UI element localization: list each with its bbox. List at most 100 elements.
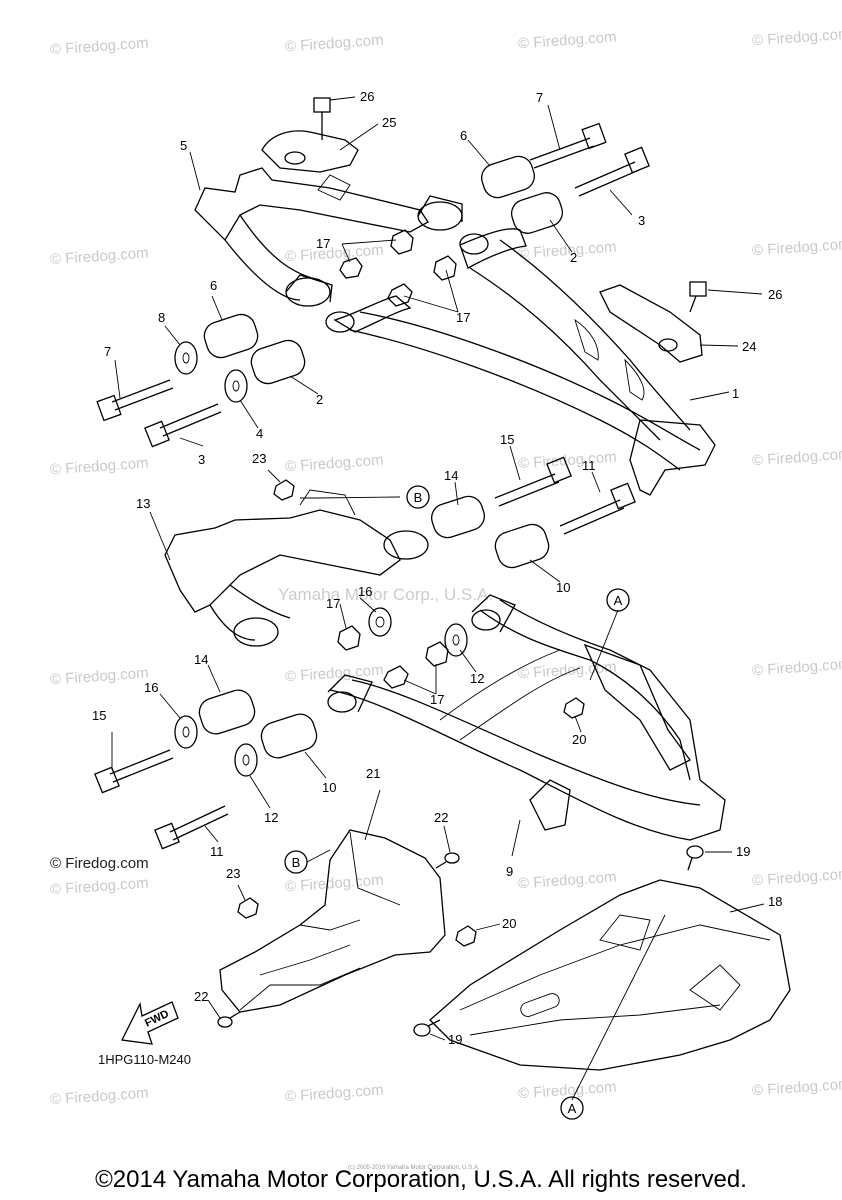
washer-part-4 — [224, 369, 248, 403]
bolt-part-22-upper — [435, 852, 460, 869]
callout-7: 7 — [536, 90, 543, 105]
leader-lines — [111, 96, 765, 1101]
bushing-part-10-lower — [260, 713, 318, 759]
fwd-label: FWD — [143, 1008, 171, 1030]
frame-bracket-part-5 — [194, 167, 463, 307]
callout-16: 16 — [358, 584, 372, 599]
bolt-part-7-lower — [96, 379, 174, 422]
callout-8: 8 — [158, 310, 165, 325]
bolt-part-11-upper — [559, 482, 636, 535]
bolt-part-11-lower — [154, 805, 229, 850]
callout-6: 6 — [460, 128, 467, 143]
nut-part-23-upper — [273, 479, 295, 501]
callout-6-lower: 6 — [210, 278, 217, 293]
callout-14-lower: 14 — [194, 652, 208, 667]
callout-24: 24 — [742, 339, 756, 354]
callout-19: 19 — [736, 844, 750, 859]
ref-A-lower: A — [568, 1101, 577, 1116]
callout-17-mid: 17 — [326, 596, 340, 611]
fwd-arrow: FWD — [121, 1001, 179, 1045]
callout-3-lower: 3 — [198, 452, 205, 467]
callout-25: 25 — [382, 115, 396, 130]
bolt-part-26-lower — [689, 281, 707, 313]
callout-14: 14 — [444, 468, 458, 483]
callout-5: 5 — [180, 138, 187, 153]
callout-2: 2 — [570, 250, 577, 265]
callout-22-lower: 22 — [194, 989, 208, 1004]
nut-part-17-set-lower — [337, 625, 449, 689]
callout-20: 20 — [572, 732, 586, 747]
nut-part-20-upper — [563, 697, 585, 719]
diagram-code: 1HPG110-M240 — [98, 1052, 191, 1067]
skid-plate-part-18 — [429, 879, 791, 1071]
callout-1: 1 — [732, 386, 739, 401]
washer-part-12-upper — [444, 623, 468, 657]
firedog-mark: © Firedog.com — [50, 855, 149, 872]
bushing-part-6-lower — [203, 313, 259, 359]
exploded-parts-diagram: FWD — [92, 89, 791, 1120]
bolt-part-7-upper — [529, 122, 607, 169]
callout-22: 22 — [434, 810, 448, 825]
bolt-part-15-upper — [494, 456, 572, 507]
callout-9: 9 — [506, 864, 513, 879]
callout-labels: 26 25 7 5 6 3 17 2 26 24 17 6 8 7 2 1 4 … — [92, 89, 782, 1047]
ref-A-upper: A — [614, 593, 623, 608]
callout-15-lower: 15 — [92, 708, 106, 723]
callout-21: 21 — [366, 766, 380, 781]
callout-15: 15 — [500, 432, 514, 447]
bushing-part-14-upper — [431, 495, 485, 539]
center-watermark: Yamaha Motor Corp., U.S.A. — [278, 585, 494, 604]
bushing-part-14-lower — [198, 689, 256, 735]
callout-11: 11 — [582, 458, 596, 473]
callout-19-lower: 19 — [448, 1032, 462, 1047]
bolt-part-15-lower — [94, 749, 174, 794]
copyright-footer: ©2014 Yamaha Motor Corporation, U.S.A. A… — [95, 1166, 747, 1193]
lower-frame-bracket-part-13 — [164, 489, 429, 647]
ref-B-upper: B — [414, 490, 423, 505]
washer-part-16-upper — [368, 607, 392, 637]
callout-26-right: 26 — [768, 287, 782, 302]
bushing-part-6-upper — [481, 155, 535, 199]
callout-16-lower: 16 — [144, 680, 158, 695]
callout-4: 4 — [256, 426, 263, 441]
lower-arm-part-9 — [327, 594, 726, 841]
washer-part-8 — [174, 341, 198, 375]
nut-part-20-lower — [455, 925, 477, 947]
callout-20-lower: 20 — [502, 916, 516, 931]
bracket-part-25 — [261, 130, 359, 173]
upper-arm-part-1 — [325, 228, 716, 496]
nut-part-17-set-upper — [339, 229, 457, 307]
washer-part-12-lower — [234, 743, 258, 777]
callout-26: 26 — [360, 89, 374, 104]
bushing-part-2-upper — [510, 192, 564, 234]
reference-circles: B A B A — [284, 485, 630, 1120]
callout-12-lower: 12 — [264, 810, 278, 825]
callout-23: 23 — [252, 451, 266, 466]
callout-3: 3 — [638, 213, 645, 228]
bolt-part-26-upper — [313, 97, 331, 140]
callout-2-lower: 2 — [316, 392, 323, 407]
bolt-part-19-lower — [413, 1019, 441, 1037]
callout-17: 17 — [316, 236, 330, 251]
callout-11-lower: 11 — [210, 844, 224, 859]
callout-7-lower: 7 — [104, 344, 111, 359]
bolt-part-3-upper — [574, 146, 650, 197]
clamp-part-24 — [599, 284, 703, 363]
callout-13: 13 — [136, 496, 150, 511]
callout-17-low: 17 — [430, 692, 444, 707]
skid-plate-part-21 — [219, 829, 446, 1013]
bushing-part-10-upper — [494, 523, 550, 569]
bolt-part-22-lower — [217, 1011, 241, 1028]
callout-18: 18 — [768, 894, 782, 909]
nut-part-23-lower — [237, 897, 259, 919]
callout-17-right: 17 — [456, 310, 470, 325]
bolt-part-3-lower — [144, 403, 222, 448]
callout-10-lower: 10 — [322, 780, 336, 795]
bushing-part-2-lower — [250, 339, 306, 385]
callout-23-lower: 23 — [226, 866, 240, 881]
callout-12: 12 — [470, 671, 484, 686]
tiny-copyright: (c) 2005-2016 Yamaha Motor Corporation, … — [348, 1165, 480, 1171]
washer-part-16-lower — [174, 715, 198, 749]
callout-10: 10 — [556, 580, 570, 595]
bolt-part-19-upper — [686, 845, 704, 871]
